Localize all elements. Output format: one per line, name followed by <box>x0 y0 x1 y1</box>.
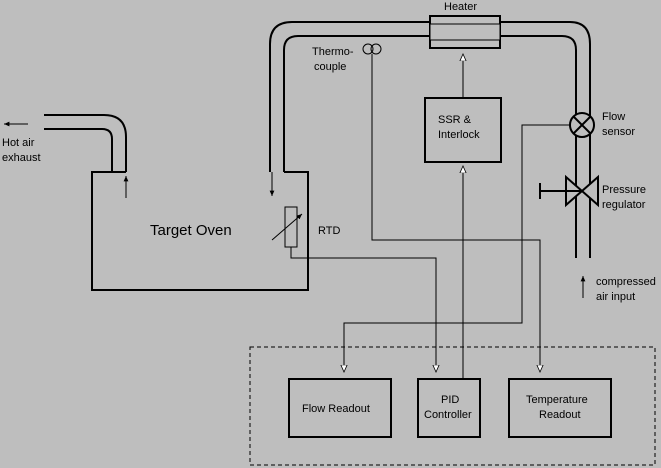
compressed-label-1: compressed <box>596 276 656 288</box>
flow-readout-box: Flow Readout <box>288 378 392 438</box>
exhaust-pipe <box>44 114 127 172</box>
target-oven-label: Target Oven <box>150 222 232 239</box>
ssr-label-2: Interlock <box>438 129 480 141</box>
temp-readout-label-2: Readout <box>539 409 581 421</box>
pid-label-2: Controller <box>424 409 472 421</box>
pressure-label-1: Pressure <box>602 184 646 196</box>
heater-label: Heater <box>444 1 477 13</box>
hot-air-label-1: Hot air <box>2 137 35 149</box>
pressure-regulator: Pressure regulator <box>539 174 646 211</box>
thermocouple-label-2: couple <box>314 61 346 73</box>
ssr-interlock-box: SSR & Interlock <box>424 97 502 163</box>
heater: Heater <box>429 1 501 49</box>
pid-controller-box: PID Controller <box>417 378 481 438</box>
flow-sensor: Flow sensor <box>569 111 635 138</box>
target-oven: Target Oven <box>91 171 309 291</box>
hot-air-label-2: exhaust <box>2 152 41 164</box>
pid-label-1: PID <box>441 394 459 406</box>
readouts-panel <box>249 346 656 466</box>
temperature-readout-box: Temperature Readout <box>508 378 612 438</box>
flow-sensor-label-1: Flow <box>602 111 625 123</box>
ssr-label-1: SSR & <box>438 114 472 126</box>
rtd-label: RTD <box>318 225 340 237</box>
compressed-label-2: air input <box>596 291 635 303</box>
rtd: RTD <box>271 206 340 248</box>
thermocouple-icon <box>362 43 374 55</box>
temp-readout-label-1: Temperature <box>526 394 588 406</box>
thermocouple: Thermo- couple <box>312 43 382 73</box>
thermocouple-label-1: Thermo- <box>312 46 354 58</box>
flow-sensor-label-2: sensor <box>602 126 635 138</box>
flow-readout-label: Flow Readout <box>302 403 370 415</box>
pressure-label-2: regulator <box>602 199 646 211</box>
